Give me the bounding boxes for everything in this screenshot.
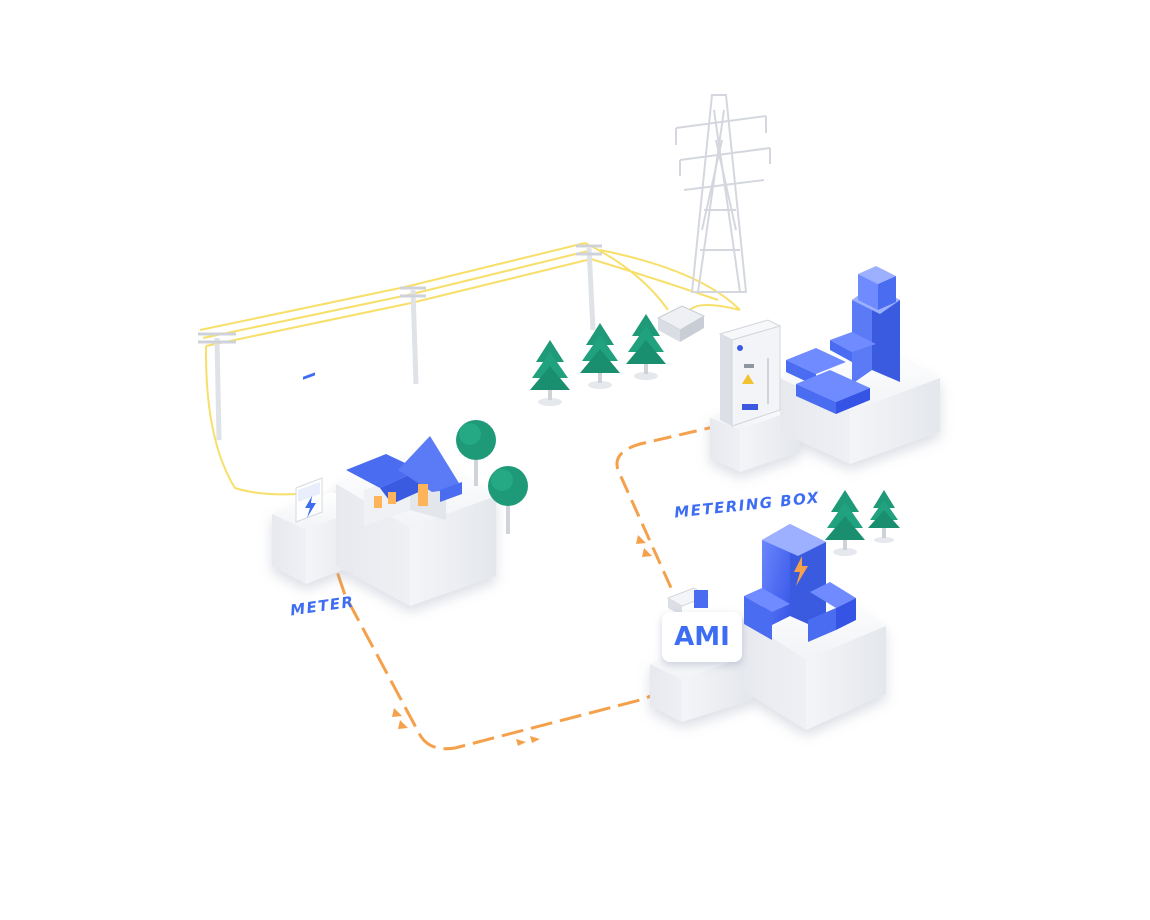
power-pole-icon <box>400 286 426 385</box>
tree-icon <box>530 340 570 406</box>
transmission-tower-icon <box>675 94 771 293</box>
lightning-icon <box>305 496 316 518</box>
lightning-icon <box>794 556 808 586</box>
power-pole-icon <box>198 332 236 441</box>
tree-icon <box>488 466 528 534</box>
ami-building-icon <box>744 524 856 642</box>
flow-arrows <box>392 535 652 746</box>
ami-sign: AMI <box>662 612 742 662</box>
tree-icon <box>580 323 620 389</box>
metering-cabinet-icon <box>718 319 782 427</box>
tree-icon <box>825 490 865 556</box>
tree-icon <box>626 314 666 380</box>
meter-icon <box>295 372 323 523</box>
tree-icon <box>868 490 900 543</box>
office-building-icon <box>786 266 900 414</box>
ami-label: AMI <box>674 622 730 652</box>
house-icon <box>346 436 462 526</box>
transformer-icon <box>656 305 706 342</box>
tree-icon <box>456 420 496 486</box>
ami-device-icon <box>666 587 710 616</box>
power-pole-icon <box>576 244 602 331</box>
